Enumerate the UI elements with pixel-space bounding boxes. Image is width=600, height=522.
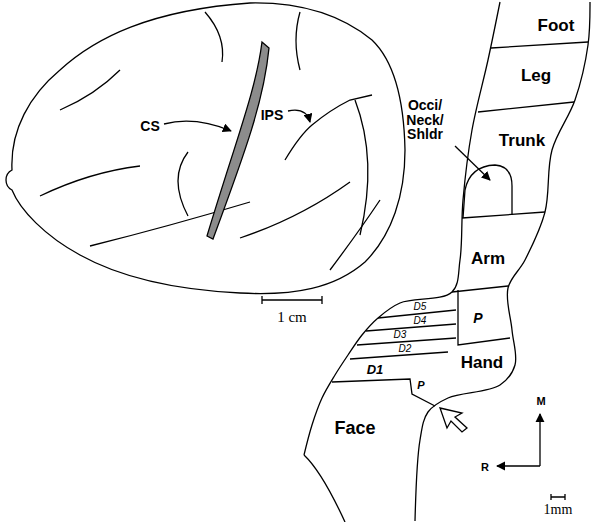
- palm-label: P: [473, 311, 482, 325]
- digit-label: D1: [367, 363, 384, 376]
- palm-label: P: [417, 380, 424, 391]
- sulcus: [178, 152, 188, 216]
- digit-label: D4: [414, 316, 427, 326]
- central-sulcus: [207, 42, 269, 239]
- map-border: [415, 2, 590, 521]
- region-label: Face: [334, 419, 375, 437]
- region-label: Occi/ Neck/ Shldr: [398, 98, 452, 142]
- digit-label: D2: [399, 344, 412, 354]
- scale-bar: [262, 296, 322, 304]
- region-boundary: [458, 290, 510, 345]
- digit-label: D3: [394, 330, 407, 340]
- digit-label: D5: [414, 302, 427, 312]
- orientation-arrow: [539, 414, 540, 466]
- orientation-arrow: [497, 465, 540, 466]
- leader-arrow: [288, 110, 310, 122]
- leader-arrow: [455, 146, 490, 180]
- sulcus-label: CS: [140, 119, 159, 133]
- region-boundary: [332, 379, 435, 406]
- region-boundary: [478, 102, 574, 112]
- sulcus: [40, 166, 140, 196]
- sulcus-label: IPS: [261, 108, 284, 122]
- region-boundary: [366, 324, 456, 331]
- sulcus: [240, 182, 350, 238]
- direction-label: R: [481, 462, 489, 473]
- open-arrowhead: [440, 408, 467, 432]
- region-boundary: [491, 42, 588, 48]
- scale-label: 1 cm: [277, 310, 307, 325]
- region-boundary: [452, 286, 508, 292]
- region-label: Hand: [461, 354, 504, 371]
- brain-outline: [6, 3, 405, 294]
- sulcus: [355, 100, 368, 235]
- direction-label: M: [536, 396, 545, 407]
- sulcus: [330, 200, 380, 270]
- region-label: Foot: [538, 17, 575, 34]
- map-border: [304, 2, 500, 455]
- sulcus: [60, 70, 120, 110]
- sulcus: [296, 12, 300, 70]
- region-boundary: [462, 212, 545, 218]
- region-boundary: [304, 455, 345, 522]
- sulcus: [285, 95, 372, 160]
- leader-arrow: [164, 121, 231, 131]
- region-label: Leg: [521, 67, 551, 84]
- region-label: Arm: [471, 250, 505, 267]
- sulcus: [90, 202, 250, 246]
- scale-bar: [551, 494, 565, 500]
- region-boundary: [463, 165, 512, 218]
- sulcus: [205, 12, 223, 62]
- region-label: Trunk: [499, 132, 545, 149]
- scale-label: 1mm: [544, 503, 573, 517]
